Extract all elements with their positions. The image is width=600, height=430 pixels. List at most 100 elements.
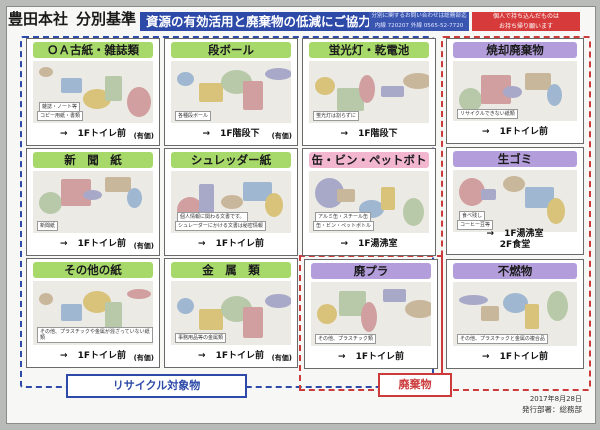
- item-shape: [459, 88, 482, 112]
- valuable-remark: (有価): [133, 132, 154, 140]
- note-label: 新聞紙: [37, 221, 59, 231]
- illustration: 缶・ビン・ペットボトルアルミ缶・スチール缶: [309, 171, 429, 233]
- note-label: その他、プラスチックや金属が混ざっていない紙類: [37, 327, 153, 343]
- destination-text: 1Fトイレ前: [499, 127, 548, 137]
- note-label: アルミ缶・スチール缶: [315, 212, 371, 222]
- illustration: コピー用紙・書類雑誌・ノート等: [33, 61, 153, 123]
- item-shape: [403, 73, 429, 89]
- illustration: 新聞紙: [33, 171, 153, 233]
- destination-text: 1F階段下: [220, 129, 260, 139]
- panel-otherpaper: その他の紙その他、プラスチックや金属が混ざっていない紙類→1Fトイレ前(有価): [26, 258, 160, 368]
- destination-text: 1F湯沸室: [358, 239, 398, 249]
- item-shape: [503, 293, 528, 313]
- arrow-icon: →: [340, 129, 349, 139]
- date: 2017年8月28日: [529, 395, 582, 403]
- item-shape: [39, 67, 53, 77]
- arrow-icon: →: [340, 239, 349, 249]
- panel-title: 不燃物: [453, 263, 577, 279]
- item-shape: [459, 178, 485, 206]
- destination-text-2: 2F食堂: [499, 240, 531, 250]
- contact-info: 分別に関するお問い合わせは総務部迄 内線 720207 外線 0565-52-7…: [369, 12, 469, 31]
- arrow-icon: →: [202, 129, 211, 139]
- item-shape: [547, 198, 565, 224]
- note-label: コピー用紙・書類: [37, 111, 84, 121]
- destination-text: 1Fトイレ前: [215, 351, 264, 361]
- panel-fluorescent: 蛍光灯・乾電池蛍光灯は割らずに → 1F階段下: [302, 38, 436, 146]
- destination-text: 1Fトイレ前: [77, 239, 126, 249]
- panel-shredder: シュレッダー紙シュレーダーにかける文書は秘密情報個人情報に関わる文書です。→1F…: [164, 148, 298, 256]
- item-shape: [359, 75, 375, 103]
- item-shape: [243, 81, 263, 110]
- item-shape: [381, 86, 404, 97]
- arrow-icon: →: [198, 239, 206, 249]
- item-shape: [337, 189, 355, 202]
- destination: → 1Fトイレ前: [165, 349, 297, 364]
- note-label: 缶・ビン・ペットボトル: [313, 221, 375, 231]
- item-shape: [403, 198, 424, 226]
- item-shape: [383, 289, 406, 302]
- illustration: リサイクルできない紙類: [453, 61, 577, 121]
- item-shape: [61, 78, 82, 93]
- destination-text: 1Fトイレ前: [355, 352, 404, 362]
- arrow-icon: →: [198, 351, 206, 361]
- item-shape: [525, 73, 551, 90]
- item-shape: [525, 187, 554, 208]
- item-shape: [547, 291, 568, 321]
- panel-title: 生ゴミ: [453, 151, 577, 167]
- item-shape: [105, 76, 122, 101]
- panel-cardboard: 段ボール各種段ボール → 1F階段下 (有価): [164, 38, 298, 146]
- illustration: シュレーダーにかける文書は秘密情報個人情報に関わる文書です。: [171, 171, 291, 233]
- panel-title: 段ボール: [171, 42, 291, 58]
- item-shape: [127, 87, 151, 117]
- illustration: その他、プラスチック類: [311, 282, 431, 346]
- valuable-remark: (有価): [271, 132, 292, 140]
- item-shape: [525, 304, 539, 329]
- panel-plastic: 廃プラその他、プラスチック類→1Fトイレ前: [304, 259, 438, 369]
- panel-newspaper: 新 聞 紙新聞紙→1Fトイレ前(有価): [26, 148, 160, 256]
- destination: →1Fトイレ前: [447, 125, 583, 140]
- item-shape: [39, 293, 53, 305]
- waste-label: 廃棄物: [378, 373, 452, 397]
- item-shape: [405, 300, 431, 318]
- waste-area-border-bottom: [299, 255, 443, 391]
- waste-area-border-right: [441, 36, 591, 391]
- illustration: 蛍光灯は割らずに: [309, 61, 429, 123]
- panel-nonburnable: 不燃物その他、プラスチックと金属の複合品→1Fトイレ前: [446, 259, 584, 369]
- arrow-icon: →: [338, 352, 346, 362]
- valuable-remark: (有価): [133, 242, 154, 250]
- illustration: 各種段ボール: [171, 61, 291, 123]
- item-shape: [317, 304, 337, 324]
- note-label: 食べ残し: [459, 211, 486, 221]
- item-shape: [381, 187, 395, 210]
- arrow-icon: →: [60, 351, 68, 361]
- valuable-remark: (有価): [271, 354, 292, 362]
- item-shape: [105, 302, 122, 329]
- note-label: 事務用品等の金属類: [175, 333, 227, 343]
- item-shape: [127, 289, 151, 299]
- recycle-label: リサイクル対象物: [66, 374, 247, 398]
- item-shape: [265, 68, 291, 80]
- panel-oa: ＯＡ古紙・雑誌類コピー用紙・書類雑誌・ノート等 → 1Fトイレ前 (有価): [26, 38, 160, 146]
- item-shape: [315, 77, 335, 95]
- item-shape: [221, 195, 243, 209]
- destination: → 1F湯沸室: [303, 237, 435, 252]
- panel-title: シュレッダー紙: [171, 152, 291, 168]
- destination-text: 1Fトイレ前: [77, 129, 126, 139]
- item-shape: [199, 83, 223, 102]
- item-shape: [83, 190, 102, 200]
- item-shape: [547, 84, 562, 106]
- arrow-icon: →: [60, 239, 68, 249]
- item-shape: [39, 192, 62, 214]
- arrow-icon: →: [60, 129, 68, 139]
- destination: → 1Fトイレ前: [27, 127, 159, 142]
- destination-text: 1F階段下: [358, 129, 398, 139]
- item-shape: [127, 188, 142, 208]
- panel-title: 蛍光灯・乾電池: [309, 42, 429, 58]
- panel-title: ＯＡ古紙・雑誌類: [33, 42, 153, 58]
- item-shape: [105, 177, 131, 192]
- destination-text: 1F湯沸室: [504, 229, 544, 239]
- item-shape: [61, 304, 82, 321]
